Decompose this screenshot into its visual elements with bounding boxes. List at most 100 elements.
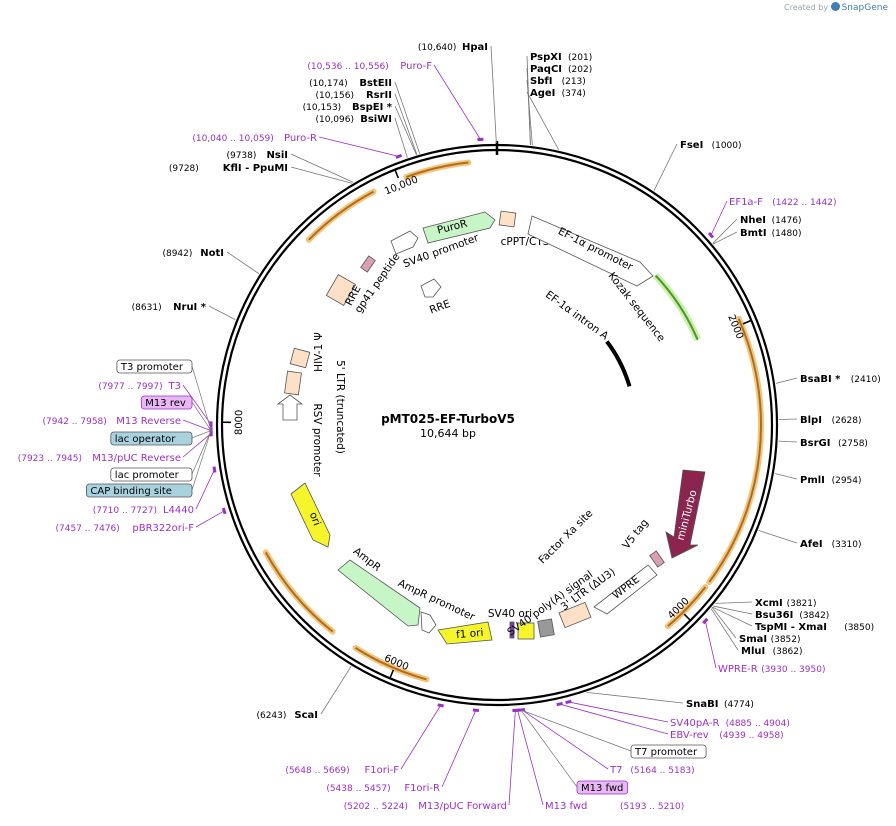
primer-site[interactable]: M13 Reverse(7942 .. 7958) — [43, 416, 213, 434]
enzyme-site[interactable]: FseI(1000) — [653, 140, 742, 191]
primer-name[interactable]: Puro-F — [400, 61, 432, 72]
enzyme-site[interactable]: BmtI(1480) — [713, 228, 802, 245]
enzyme-site[interactable]: Bsu36I(3842) — [713, 605, 829, 621]
primer-site[interactable]: WPRE-R(3930 .. 3950) — [702, 617, 825, 675]
enzyme-site[interactable]: XcmI(3821) — [715, 598, 817, 609]
enzyme-site[interactable]: BspEI *(10,153) — [303, 102, 417, 155]
enzyme-name[interactable]: Bsu36I — [755, 610, 793, 621]
primer-site[interactable]: SV40pA-R(4885 .. 4904) — [565, 699, 790, 729]
enzyme-name[interactable]: XcmI — [755, 598, 783, 609]
primer-site[interactable]: Puro-R(10,040 .. 10,059) — [192, 133, 403, 159]
primer-name[interactable]: EF1a-F — [729, 197, 763, 208]
primer-name[interactable]: T3 — [168, 381, 181, 392]
enzyme-name[interactable]: AfeI — [800, 539, 823, 550]
boxed-feature[interactable]: T3 promoter — [116, 359, 212, 431]
boxed-feature[interactable]: CAP binding site — [86, 430, 212, 498]
enzyme-name[interactable]: SnaBI — [686, 699, 718, 710]
primer-site[interactable]: EBV-rev(4939 .. 4958) — [556, 701, 784, 741]
boxed-feature-label[interactable]: T3 promoter — [120, 362, 184, 373]
boxed-feature-label[interactable]: lac promoter — [115, 470, 180, 481]
primer-site[interactable]: EF1a-F(1422 .. 1442) — [707, 197, 837, 239]
enzyme-name[interactable]: NruI * — [173, 302, 207, 313]
enzyme-name[interactable]: KflI - PpuMI — [223, 163, 288, 174]
enzyme-name[interactable]: FseI — [680, 140, 703, 151]
primer-site[interactable]: Puro-F(10,536 .. 10,556) — [307, 61, 484, 142]
enzyme-site[interactable]: MluI(3862) — [710, 608, 803, 657]
primer-site[interactable]: M13/pUC Forward(5202 .. 5224) — [344, 708, 519, 812]
primer-name[interactable]: EBV-rev — [670, 730, 709, 741]
enzyme-name[interactable]: MluI — [741, 646, 765, 657]
boxed-feature[interactable]: lac promoter — [110, 430, 212, 482]
primer-name[interactable]: M13/pUC Forward — [418, 801, 507, 812]
enzyme-site[interactable]: RsrII(10,156) — [315, 90, 418, 155]
enzyme-site[interactable]: NruI *(8631) — [132, 302, 236, 321]
enzyme-site[interactable]: ScaI(6243) — [256, 666, 352, 721]
boxed-feature[interactable]: T7 promoter — [520, 709, 707, 759]
boxed-feature-label[interactable]: T7 promoter — [634, 747, 698, 758]
enzyme-name[interactable]: SmaI — [739, 634, 767, 645]
enzyme-site[interactable]: NotI(8942) — [162, 248, 260, 275]
enzyme-name[interactable]: RsrII — [366, 90, 392, 101]
enzyme-site[interactable]: BsiWI(10,096) — [315, 114, 408, 158]
enzyme-name[interactable]: ScaI — [294, 710, 318, 721]
enzyme-labels[interactable]: HpaI(10,640)PspXI(201)PaqCI(202)SbfI(213… — [132, 42, 881, 721]
enzyme-name[interactable]: PspXI — [530, 52, 562, 63]
primer-name[interactable]: M13/pUC Reverse — [92, 453, 181, 464]
boxed-feature[interactable]: M13 rev — [140, 395, 212, 431]
primer-site[interactable]: F1ori-F(5648 .. 5669) — [285, 703, 444, 776]
enzyme-site[interactable]: HpaI(10,640) — [418, 42, 497, 144]
primer-labels[interactable]: Puro-F(10,536 .. 10,556)Puro-R(10,040 ..… — [18, 61, 837, 812]
enzyme-name[interactable]: SbfI — [530, 76, 552, 87]
enzyme-site[interactable]: NsiI(9738) — [226, 150, 354, 183]
enzyme-site[interactable]: PmlI(2954) — [774, 473, 862, 486]
primer-site[interactable]: F1ori-R(5438 .. 5457) — [326, 708, 480, 794]
enzyme-name[interactable]: PmlI — [800, 475, 825, 486]
enzyme-name[interactable]: TspMI - XmaI — [755, 622, 827, 633]
enzyme-name[interactable]: PaqCI — [530, 64, 562, 75]
enzyme-name[interactable]: BsiWI — [360, 114, 392, 125]
enzyme-name[interactable]: AgeI — [530, 88, 555, 99]
primer-name[interactable]: F1ori-F — [365, 765, 400, 776]
primer-name[interactable]: pBR322ori-F — [132, 523, 194, 534]
primer-name[interactable]: M13 fwd — [545, 801, 587, 812]
primer-site[interactable]: T3(7977 .. 7997) — [98, 381, 213, 428]
boxed-feature[interactable]: lac operator — [110, 430, 212, 446]
primer-name[interactable]: WPRE-R — [718, 664, 758, 675]
enzyme-site[interactable]: SbfI(213) — [526, 76, 586, 146]
enzyme-name[interactable]: BsaBI * — [800, 374, 841, 385]
enzyme-site[interactable]: SmaI(3852) — [711, 607, 801, 645]
enzyme-name[interactable]: BstEII — [359, 78, 392, 89]
primer-name[interactable]: M13 Reverse — [116, 416, 181, 427]
primer-name[interactable]: SV40pA-R — [670, 718, 719, 729]
enzyme-site[interactable]: NheI(1476) — [712, 215, 802, 244]
boxed-feature-label[interactable]: M13 fwd — [581, 783, 623, 794]
enzyme-name[interactable]: BmtI — [740, 228, 767, 239]
primer-site[interactable]: L4440(7710 .. 7727) — [93, 466, 217, 516]
boxed-feature-label[interactable]: M13 rev — [145, 398, 186, 409]
boxed-feature-label[interactable]: lac operator — [115, 434, 176, 445]
primer-site[interactable]: pBR322ori-F(7457 .. 7476) — [56, 507, 227, 534]
enzyme-site[interactable]: BsaBI *(2410) — [775, 374, 881, 385]
enzyme-name[interactable]: NheI — [740, 215, 766, 226]
enzyme-site[interactable]: TspMI - XmaI(3850) — [712, 606, 874, 633]
enzyme-name[interactable]: BlpI — [800, 415, 822, 426]
primer-name[interactable]: L4440 — [163, 505, 194, 516]
enzyme-site[interactable]: BsrGI(2758) — [778, 438, 868, 449]
enzyme-name[interactable]: BspEI * — [352, 102, 393, 113]
boxed-feature[interactable]: M13 fwd — [520, 709, 629, 795]
primer-name[interactable]: Puro-R — [284, 133, 317, 144]
boxed-feature-label[interactable]: CAP binding site — [90, 486, 172, 497]
enzyme-name[interactable]: NotI — [200, 248, 224, 259]
enzyme-name[interactable]: BsrGI — [800, 438, 830, 449]
primer-name[interactable]: F1ori-R — [404, 783, 440, 794]
primer-name[interactable]: T7 — [609, 765, 622, 776]
primer-site[interactable]: M13 fwd(5193 .. 5210) — [514, 708, 684, 812]
enzyme-site[interactable]: KflI - PpuMI(9728) — [169, 163, 352, 184]
enzyme-site[interactable]: AgeI(374) — [526, 88, 586, 151]
enzyme-site[interactable]: SnaBI(4774) — [586, 691, 754, 710]
enzyme-site[interactable]: PaqCI(202) — [526, 64, 592, 146]
enzyme-site[interactable]: BstEII(10,174) — [309, 78, 421, 154]
enzyme-site[interactable]: BlpI(2628) — [778, 415, 862, 426]
enzyme-site[interactable]: AfeI(3310) — [758, 530, 862, 550]
